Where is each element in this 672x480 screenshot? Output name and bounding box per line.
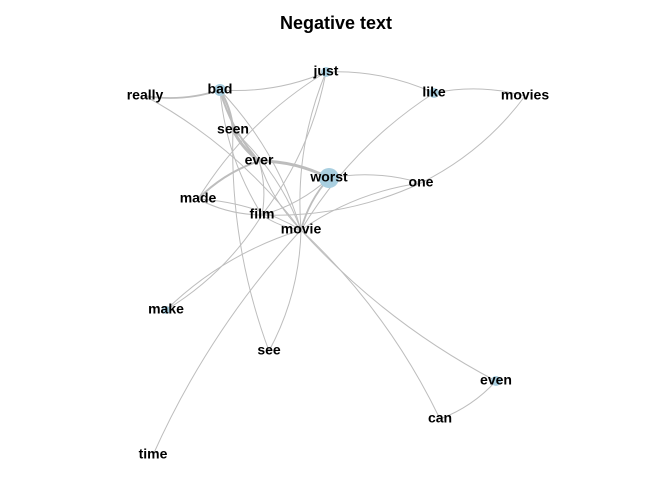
node-label-seen: seen [217, 121, 249, 137]
node-just [321, 67, 331, 77]
edge-just-made [197, 71, 327, 200]
edge-movie-even [300, 229, 497, 382]
edge-seen-movie [232, 129, 302, 231]
edge-movie-make [165, 229, 302, 311]
node-label-worst: worst [309, 169, 348, 185]
edge-just-film [261, 71, 327, 216]
edge-just-movie [299, 71, 327, 231]
edge-movie-see [268, 229, 302, 352]
node-label-see: see [257, 342, 281, 358]
node-label-ever: ever [245, 152, 274, 168]
node-bad [214, 84, 226, 96]
edge-really-bad [144, 89, 221, 99]
node-label-just: just [313, 63, 339, 79]
edge-seen-see [232, 129, 270, 352]
edge-even-can [439, 380, 497, 420]
figure-title: Negative text [279, 13, 393, 33]
edge-made-film [197, 198, 263, 216]
node-label-movie: movie [281, 221, 322, 237]
node-label-time: time [139, 446, 168, 462]
node-label-like: like [422, 84, 446, 100]
edge-movie-time [152, 229, 302, 456]
edge-seen-ever [231, 128, 261, 163]
node-label-one: one [409, 174, 434, 190]
node-label-bad: bad [208, 81, 233, 97]
edge-movie-can [300, 229, 441, 420]
node-label-really: really [127, 87, 164, 103]
edge-like-movie [300, 92, 435, 231]
edge-bad-film [219, 89, 263, 216]
node-label-movies: movies [501, 87, 549, 103]
node-label-even: even [480, 372, 512, 388]
edge-made-movie [197, 198, 302, 231]
edge-film-movie [261, 214, 302, 231]
nodes-layer [162, 67, 501, 386]
edge-movies-one [420, 95, 526, 184]
node-like [429, 88, 439, 98]
node-label-can: can [428, 410, 452, 426]
edge-ever-movie [258, 160, 302, 231]
edge-one-movie [300, 182, 422, 231]
edge-bad-just [219, 71, 327, 92]
edge-like-movies [433, 88, 526, 97]
edge-film-make [165, 214, 263, 311]
node-even [491, 376, 501, 386]
node-worst [319, 168, 339, 188]
node-label-film: film [250, 206, 275, 222]
node-label-made: made [180, 190, 217, 206]
labels-layer: really bad just like movies seen ever worst one m… [127, 63, 550, 462]
edge-one-film [261, 182, 422, 216]
edge-ever-made [197, 160, 260, 200]
edge-bad-movie [219, 89, 302, 231]
edges-layer [144, 71, 526, 456]
node-label-make: make [148, 301, 184, 317]
node-make [162, 306, 170, 314]
edge-just-like [325, 71, 435, 94]
